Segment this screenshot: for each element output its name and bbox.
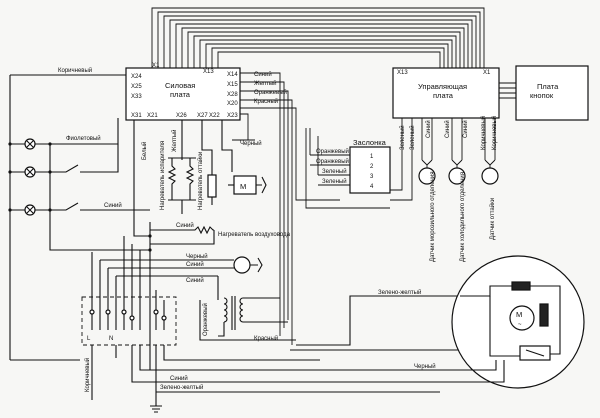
wire-label-green-1: Зеленый <box>399 125 406 150</box>
wire-label-black-fan: Черный <box>186 253 208 260</box>
damper-pin-3: 3 <box>370 174 374 180</box>
pin-x25: X25 <box>131 84 142 90</box>
compressor-feed: Зелено-желтый <box>10 289 496 361</box>
pin-x26: X26 <box>176 113 187 119</box>
wire-label-blue-s3: Синий <box>462 120 469 138</box>
pin-x33: X33 <box>131 94 142 100</box>
wire-label-green-2: Зеленый <box>409 125 416 150</box>
compressor: М ~ <box>440 255 585 389</box>
pin-x23: X23 <box>227 113 238 119</box>
wire-label-red-trans: Красный <box>254 335 278 342</box>
pin-x21: X21 <box>147 113 158 119</box>
pin-x22: X22 <box>209 113 220 119</box>
control-board-title-1: Управляющая <box>418 82 467 91</box>
pin-x13: X13 <box>203 69 214 75</box>
sensor-defrost-label: Датчик оттайки <box>489 198 496 240</box>
button-board: Плата кнопок <box>515 65 589 121</box>
sensor-defrost-icon <box>481 167 499 185</box>
top-bus <box>151 7 485 70</box>
wire-label-blue-fan: Синий <box>186 261 204 268</box>
duct-heater: Синий Нагреватель воздуховода <box>148 222 291 370</box>
damper-wire-orange-1: Оранжевый <box>316 148 349 155</box>
control-board-title-2: плата <box>433 91 454 100</box>
wire-label-black-bottom: Черный <box>414 363 436 370</box>
wire-label-blue-s1: Синий <box>425 120 432 138</box>
wire-label-blue-bottom: Синий <box>170 375 188 382</box>
left-lamps: Коричневый Фиолетовый Синий <box>8 67 150 360</box>
damper-pin-4: 4 <box>370 184 374 190</box>
compressor-motor-label: М <box>516 310 522 319</box>
wire-label-blue-s2: Синий <box>444 120 451 138</box>
lower-fan: Черный Синий Синий <box>100 253 263 284</box>
fan-motor-m-label: М <box>240 182 246 191</box>
sensor-freezer-label: Датчик морозильного отделения <box>430 172 436 262</box>
damper: Заслонка 1 2 3 4 Оранжевый Оранжевый Зел… <box>305 128 413 209</box>
wire-label-orange-x28: Оранжевый <box>254 89 287 96</box>
wire-label-violet: Фиолетовый <box>66 135 101 142</box>
sensors: Датчик морозильного отделения Датчик хол… <box>418 159 499 262</box>
wire-label-orange-trans: Оранжевый <box>202 303 209 336</box>
fan-motor-icon <box>233 256 251 274</box>
power-board: X1 X13 Силовая плата X24 X25 X33 X31 X21… <box>125 63 241 121</box>
pin-x15: X15 <box>227 82 238 88</box>
damper-wire-orange-2: Оранжевый <box>316 158 349 165</box>
power-board-title-1: Силовая <box>165 81 195 90</box>
ctrl-pin-x13: X13 <box>397 70 408 76</box>
terminal-n-label: N <box>109 336 113 342</box>
pin-x24: X24 <box>131 74 142 80</box>
pin-x14: X14 <box>227 72 238 78</box>
damper-title: Заслонка <box>353 138 387 147</box>
pin-x31: X31 <box>131 113 142 119</box>
sensor-fridge-label: Датчик холодильного отделения <box>460 172 466 262</box>
transformer: Оранжевый Красный <box>199 276 296 342</box>
wire-label-red-x20: Красный <box>254 98 278 105</box>
wire-label-yellow-heater: Желтый <box>171 129 178 152</box>
wire-label-gy-bottom: Зелено-желтый <box>160 384 203 391</box>
compressor-motor-icon <box>509 305 535 331</box>
wire-label-blue-left: Синий <box>104 202 122 209</box>
pin-x28: X28 <box>227 92 238 98</box>
heater-evaporator-label: Нагреватель испарителя <box>160 141 166 210</box>
wire-label-yellow-x15: Желтый <box>254 80 277 87</box>
damper-wire-green-2: Зеленый <box>322 178 347 185</box>
button-board-title-2: кнопок <box>530 91 554 100</box>
damper-pin-2: 2 <box>370 164 374 170</box>
wire-label-black-top: Черный <box>240 140 262 147</box>
pin-x20: X20 <box>227 101 238 107</box>
heater-defrost-label: Нагреватель оттайки <box>197 152 204 210</box>
wire-label-blue-x14: Синий <box>254 71 272 78</box>
wire-label-brown-bottom: Коричневый <box>84 358 91 392</box>
control-board-wires: Зеленый Зеленый Синий Синий Синий Коричн… <box>399 116 498 162</box>
pin-x27: X27 <box>197 113 208 119</box>
wire-label-brown-s3: Коричневый <box>480 116 487 150</box>
heaters: Желтый Нагреватель испарителя Нагревател… <box>160 120 267 214</box>
terminal-l-label: L <box>87 336 91 342</box>
terminal-block: L N Коричневый Синий Черный Зелено-желты… <box>81 236 440 413</box>
compressor-motor-tilde: ~ <box>518 322 522 328</box>
wire-label-brown-s4: Коричневый <box>491 116 498 150</box>
sensor-fridge-icon <box>448 167 466 185</box>
heater-duct-label: Нагреватель воздуховода <box>218 232 291 238</box>
power-board-right-wires: Синий Желтый Оранжевый Красный <box>240 71 340 345</box>
damper-pin-1: 1 <box>370 154 374 160</box>
white-wire: Белый <box>133 120 150 237</box>
wire-label-gy-compressor: Зелено-желтый <box>378 289 421 296</box>
pin-x1: X1 <box>152 63 160 69</box>
damper-wire-green-1: Зеленый <box>322 168 347 175</box>
wire-label-brown-top: Коричневый <box>58 67 92 74</box>
wire-label-white: Белый <box>141 142 148 160</box>
wire-label-blue-duct: Синий <box>176 222 194 229</box>
control-board: X13 X1 Управляющая плата <box>392 67 516 119</box>
power-board-title-2: плата <box>170 90 191 99</box>
sensor-freezer-icon <box>418 167 436 185</box>
button-board-title-1: Плата <box>537 82 559 91</box>
ctrl-pin-x1: X1 <box>483 70 491 76</box>
wire-label-blue-trans: Синий <box>186 277 204 284</box>
